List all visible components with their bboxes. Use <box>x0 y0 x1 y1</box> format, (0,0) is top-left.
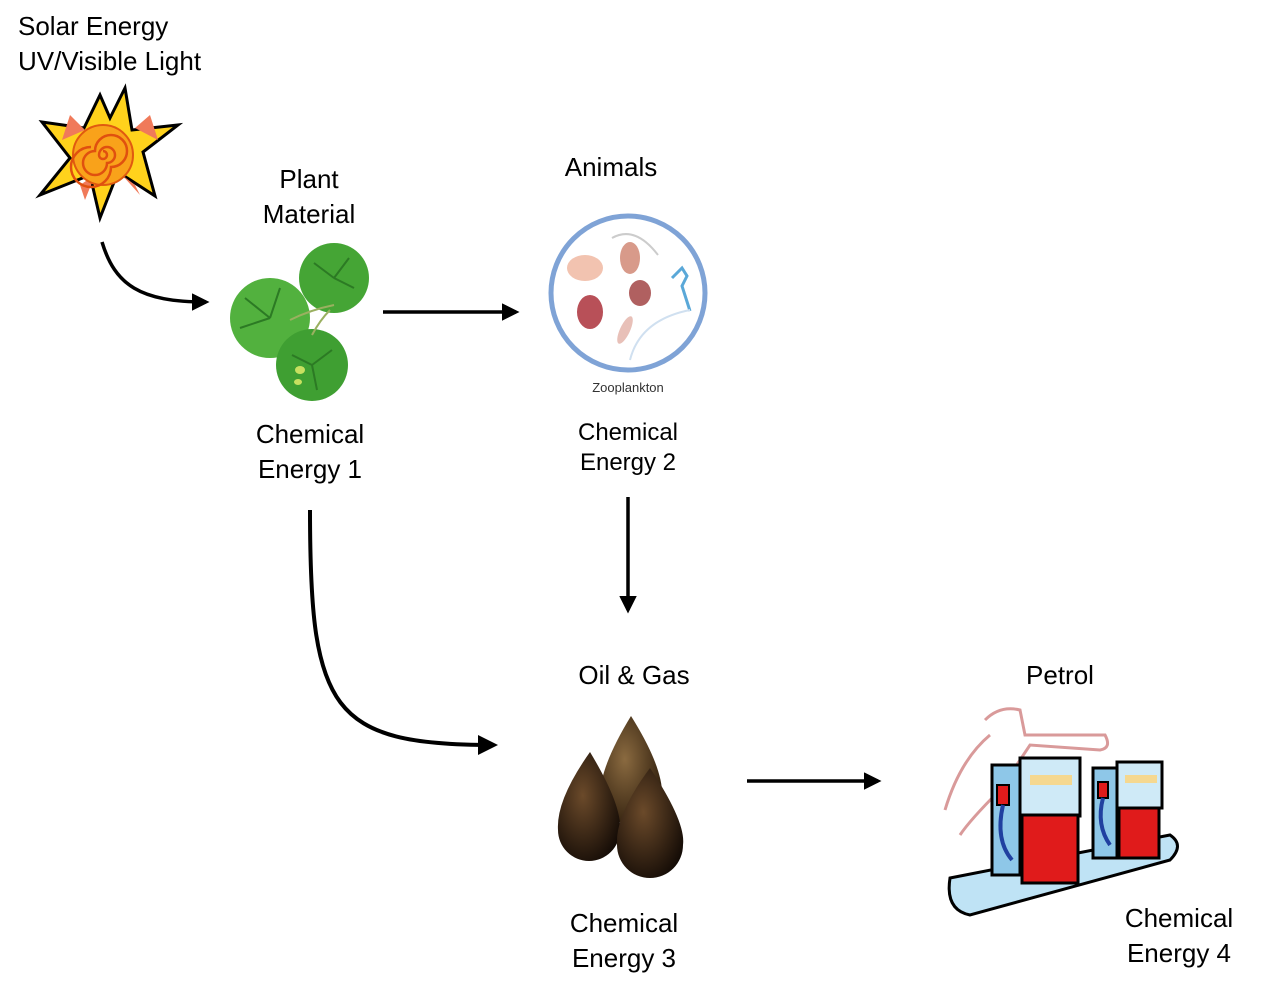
oil-drops-icon <box>557 716 684 878</box>
plant-title-line2: Material <box>262 199 356 229</box>
petrol-label: Petrol <box>1026 660 1094 690</box>
sun-icon <box>35 83 184 224</box>
chemical-energy-1-label: Chemical Energy 1 <box>210 417 410 487</box>
chemical-energy-2-label: Chemical Energy 2 <box>528 418 728 478</box>
chemical-energy-4-label: Chemical Energy 4 <box>1079 901 1271 971</box>
zooplankton-caption: Zooplankton <box>592 380 664 395</box>
energy1-line1: Chemical <box>255 419 365 449</box>
arrow-sun-to-plant <box>100 241 210 311</box>
oil-gas-label: Oil & Gas <box>578 660 690 690</box>
energy2-line1: Chemical <box>577 419 679 446</box>
plant-leaves-icon <box>230 243 369 401</box>
chemical-energy-3-label: Chemical Energy 3 <box>524 906 724 976</box>
energy4-line1: Chemical <box>1124 903 1234 933</box>
fuel-pump-icon <box>943 707 1179 917</box>
energy3-line2: Energy 3 <box>571 943 677 973</box>
arrow-plant-to-oil <box>308 509 498 755</box>
solar-energy-line2: UV/Visible Light <box>18 46 202 76</box>
energy1-line2: Energy 1 <box>257 454 363 484</box>
energy2-line2: Energy 2 <box>579 449 677 476</box>
solar-energy-line1: Solar Energy <box>18 11 169 41</box>
energy3-line1: Chemical <box>569 908 679 938</box>
zooplankton-icon <box>548 213 708 373</box>
solar-energy-label: Solar Energy UV/Visible Light <box>18 9 201 79</box>
plant-material-label: Plant Material <box>209 162 409 232</box>
animals-label: Animals <box>564 152 658 182</box>
energy4-line2: Energy 4 <box>1126 938 1232 968</box>
plant-title-line1: Plant <box>279 164 339 194</box>
